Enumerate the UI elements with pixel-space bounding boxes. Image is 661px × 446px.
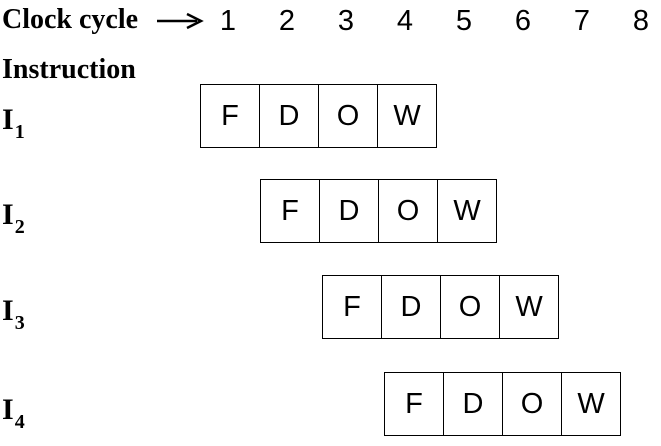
right-arrow-icon [157, 12, 204, 30]
stage-operand: O [503, 372, 562, 436]
instruction-label: I2 [2, 198, 25, 238]
pipeline-stage-row: F D O W [384, 372, 621, 436]
instruction-heading: Instruction [2, 54, 136, 85]
instruction-label-subscript: 1 [14, 121, 25, 143]
instruction-label: I4 [2, 393, 25, 433]
pipeline-stage-row: F D O W [260, 179, 497, 243]
pipeline-stage-row: F D O W [200, 84, 437, 148]
instruction-label: I3 [2, 294, 25, 334]
cycle-number: 2 [278, 5, 296, 37]
cycle-number: 5 [455, 5, 473, 37]
cycle-number: 1 [219, 5, 237, 37]
stage-write: W [500, 275, 559, 339]
cycle-number: 3 [337, 5, 355, 37]
stage-decode: D [444, 372, 503, 436]
stage-operand: O [319, 84, 378, 148]
stage-fetch: F [384, 372, 444, 436]
stage-operand: O [441, 275, 500, 339]
instruction-label-name: I [2, 393, 14, 426]
stage-write: W [378, 84, 437, 148]
stage-fetch: F [260, 179, 320, 243]
instruction-label-name: I [2, 103, 14, 136]
instruction-label-subscript: 3 [14, 312, 25, 334]
instruction-label-name: I [2, 198, 14, 231]
pipeline-stage-row: F D O W [322, 275, 559, 339]
stage-decode: D [260, 84, 319, 148]
cycle-number: 6 [514, 5, 532, 37]
stage-fetch: F [200, 84, 260, 148]
stage-write: W [562, 372, 621, 436]
cycle-number: 8 [632, 5, 650, 37]
instruction-label-subscript: 4 [14, 411, 25, 433]
stage-operand: O [379, 179, 438, 243]
instruction-label: I1 [2, 103, 25, 143]
stage-decode: D [320, 179, 379, 243]
instruction-label-subscript: 2 [14, 216, 25, 238]
stage-decode: D [382, 275, 441, 339]
stage-write: W [438, 179, 497, 243]
instruction-label-name: I [2, 294, 14, 327]
clock-cycle-label: Clock cycle [2, 4, 139, 35]
stage-fetch: F [322, 275, 382, 339]
cycle-number: 4 [396, 5, 414, 37]
cycle-number: 7 [573, 5, 591, 37]
